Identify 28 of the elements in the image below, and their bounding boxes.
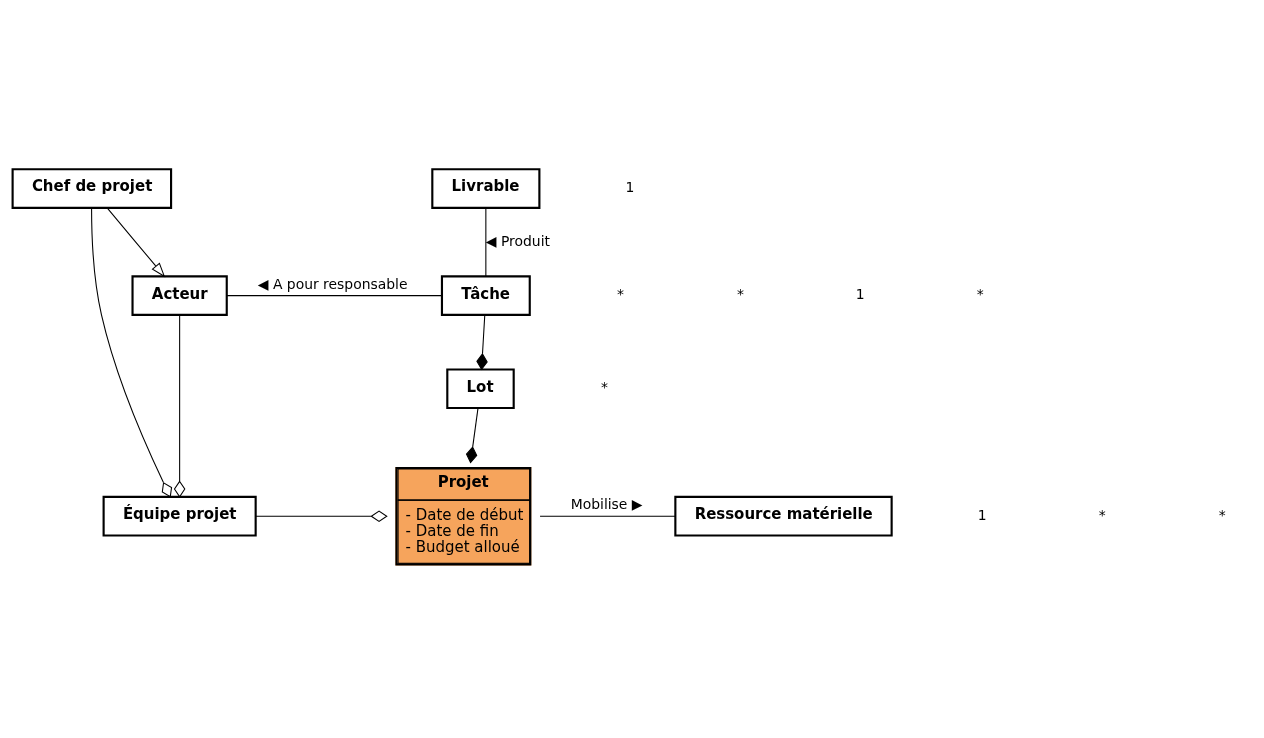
connector [173,313,186,498]
node-box: Lot [446,367,515,409]
label: 1 [855,285,865,302]
label: * [600,378,608,395]
edge-label: Mobilise ▶ [570,495,643,512]
connector [476,314,488,370]
label: 1 [625,178,635,195]
connector [485,206,487,277]
node-box: Ressource matérielle [674,495,893,537]
connector [91,207,173,497]
node-box: Tâche [440,274,531,316]
label: 1 [977,506,987,523]
connector [226,294,443,296]
node-box: Équipe projet [102,495,257,537]
node-box: Livrable [431,167,541,209]
label: * [976,285,984,302]
connector [539,515,676,517]
label: * [1218,506,1226,523]
connector [255,509,388,522]
node-box: Acteur [131,274,228,316]
arrow [106,206,166,277]
edge-label: ◀ A pour responsable [257,275,408,292]
label: * [736,285,744,302]
connector [465,407,479,463]
edge-label: ◀ Produit [485,232,550,249]
label: * [617,285,624,302]
label: * [1098,506,1106,523]
node-box: Chef de projet [11,167,173,209]
